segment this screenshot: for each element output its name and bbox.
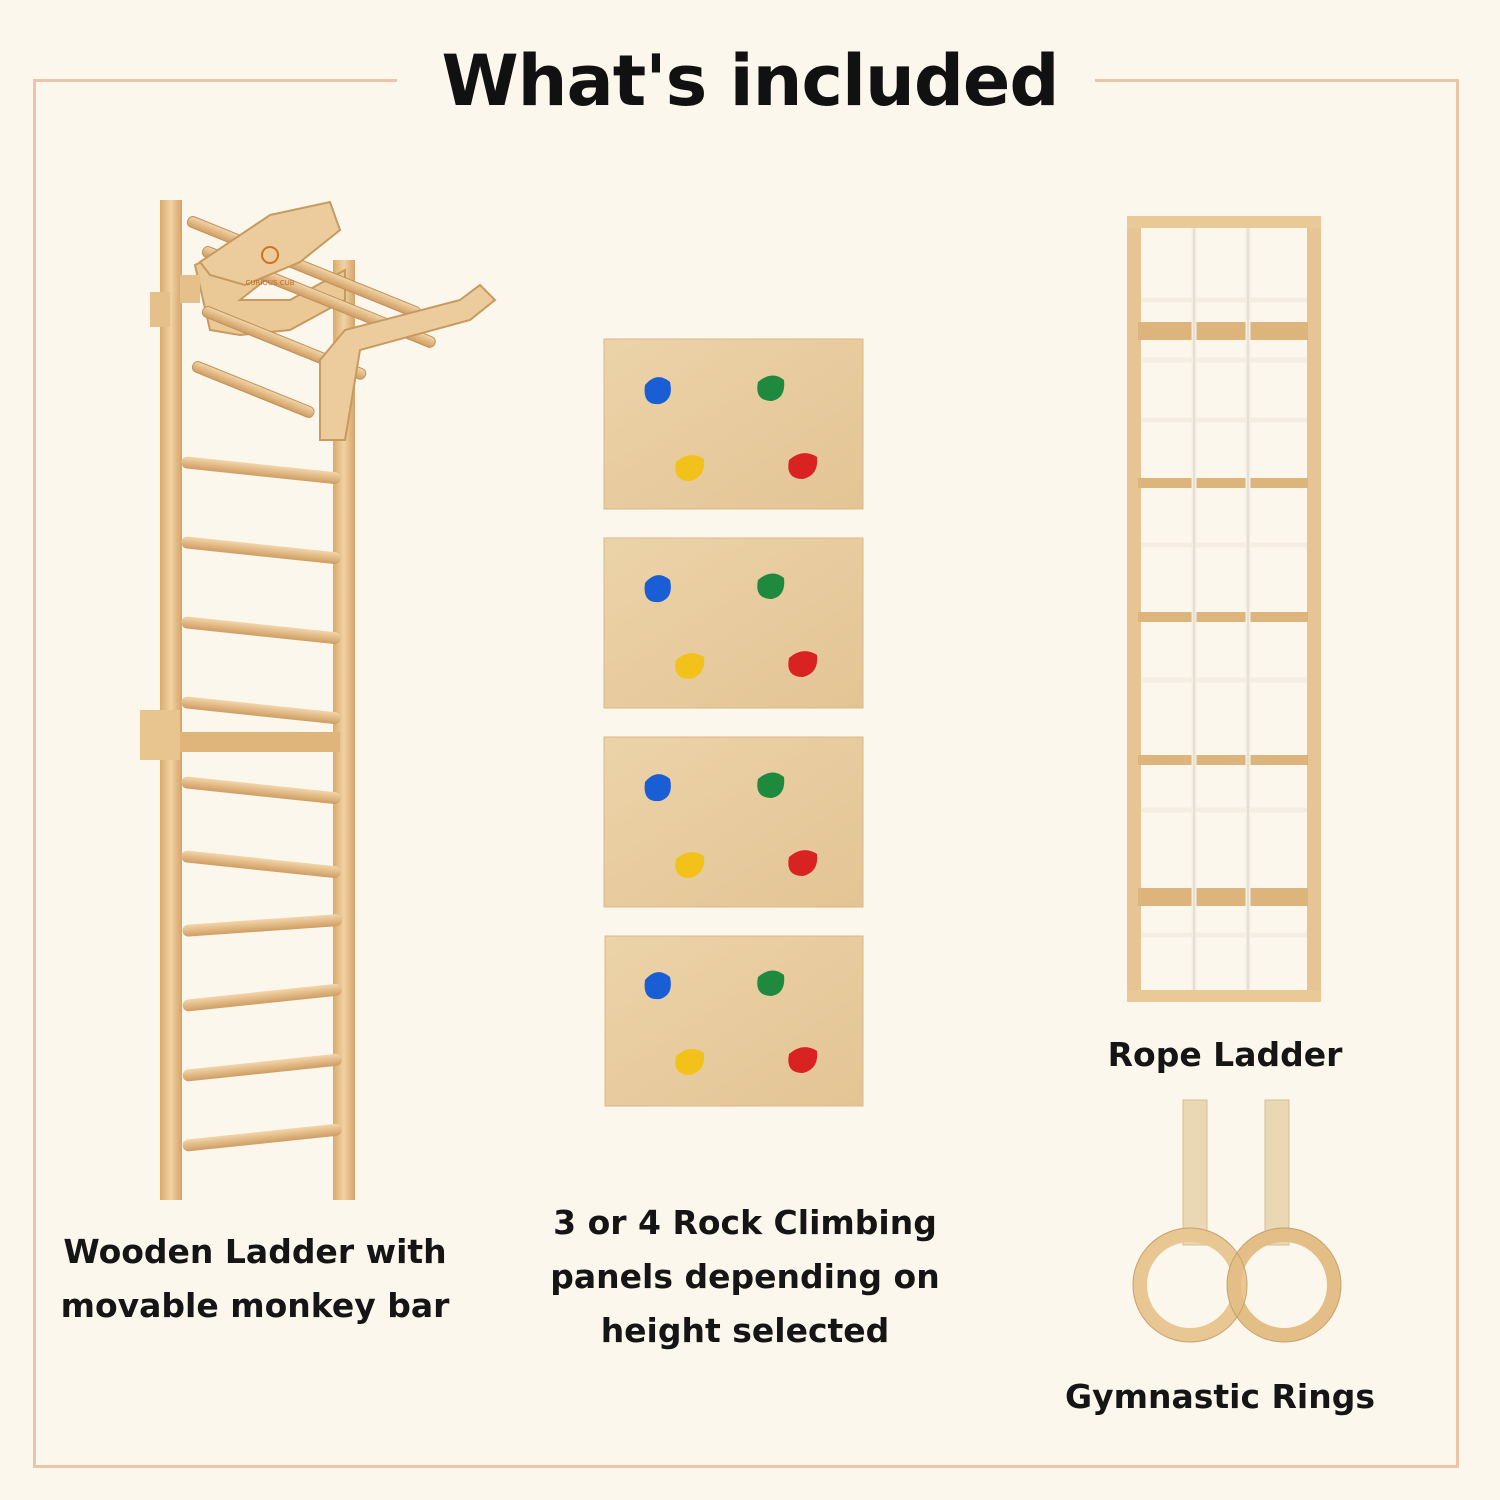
climbing-panel-1 — [603, 338, 864, 510]
frame-bottom — [33, 1465, 1459, 1468]
rope-ladder-caption: Rope Ladder — [1107, 1035, 1343, 1074]
frame-left — [33, 79, 36, 1468]
rings-caption: Gymnastic Rings — [1064, 1377, 1375, 1416]
climbing-panel-4 — [604, 935, 864, 1107]
ladder-logo-text: CURIOUS CUB — [245, 279, 294, 287]
page-title: What's included — [441, 40, 1059, 122]
ladder-caption: Wooden Ladder with movable monkey bar — [60, 1232, 450, 1325]
panels-caption: 3 or 4 Rock Climbing panels depending on… — [550, 1203, 940, 1350]
frame-right — [1456, 79, 1459, 1468]
frame-top-right — [1095, 79, 1459, 82]
climbing-panel-2 — [603, 537, 864, 709]
climbing-panel-3 — [603, 736, 864, 908]
frame-top-left — [33, 79, 397, 82]
